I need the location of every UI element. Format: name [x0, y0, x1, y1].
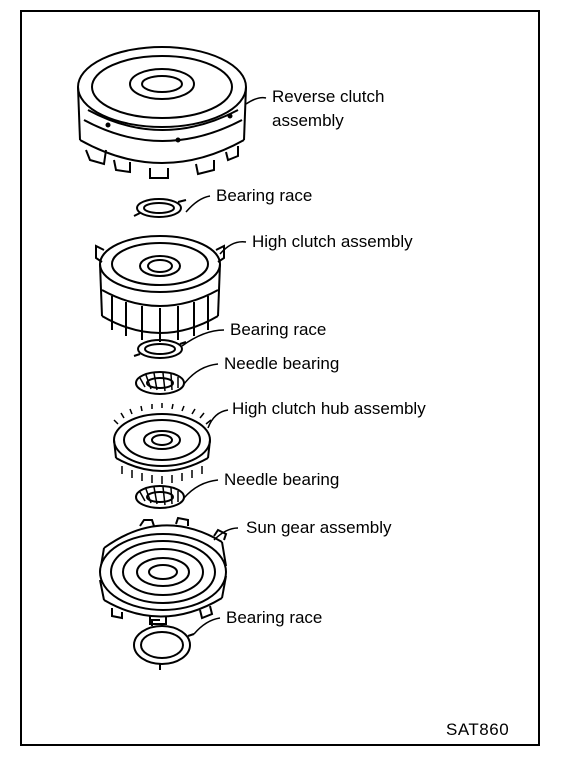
reverse-clutch-part — [77, 46, 247, 179]
sun-gear-part — [99, 516, 228, 625]
leader-bearing-race-3 — [193, 617, 221, 635]
bearing-race-1-part — [133, 198, 187, 218]
leader-high-clutch-hub — [207, 409, 229, 429]
leader-reverse-clutch — [245, 96, 267, 105]
label-reverse-clutch-line2: assembly — [272, 111, 344, 130]
leader-high-clutch — [219, 241, 247, 255]
label-high-clutch: High clutch assembly — [252, 232, 413, 251]
bearing-race-2-part — [133, 339, 187, 359]
leader-bearing-race-1 — [185, 195, 211, 213]
label-reverse-clutch-line1: Reverse clutch — [272, 87, 385, 106]
leader-sun-gear — [213, 527, 239, 541]
label-needle-bearing-2: Needle bearing — [224, 470, 340, 489]
high-clutch-hub-part — [113, 403, 212, 484]
label-needle-bearing-1: Needle bearing — [224, 354, 340, 373]
label-bearing-race-3: Bearing race — [226, 608, 323, 627]
high-clutch-part — [95, 235, 225, 342]
label-bearing-race-1: Bearing race — [216, 186, 313, 205]
figure-frame — [20, 10, 540, 746]
leader-bearing-race-2 — [181, 329, 225, 347]
bearing-race-3-part — [133, 619, 195, 670]
leader-needle-bearing-1 — [183, 363, 219, 385]
label-high-clutch-hub: High clutch hub assembly — [232, 399, 426, 418]
label-bearing-race-2: Bearing race — [230, 320, 327, 339]
needle-bearing-1-part — [135, 371, 185, 395]
label-sun-gear: Sun gear assembly — [246, 518, 392, 537]
figure-code: SAT860 — [446, 720, 510, 739]
needle-bearing-2-part — [135, 485, 185, 509]
leader-needle-bearing-2 — [183, 479, 219, 499]
